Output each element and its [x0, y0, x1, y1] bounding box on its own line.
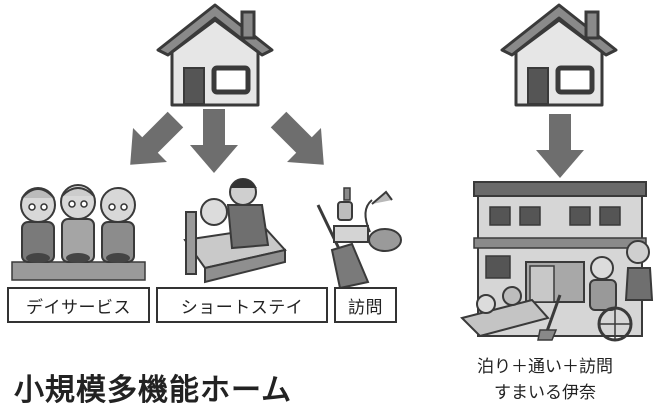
house-icon-right — [500, 3, 618, 107]
facility-building-icon — [460, 181, 654, 342]
page-title: 小規模多機能ホーム — [14, 373, 293, 408]
caregiver-bed-icon — [183, 178, 287, 284]
arrow-icon-down — [190, 109, 238, 173]
elderly-people-icon — [11, 184, 146, 281]
label-day-service: デイサービス — [7, 287, 150, 323]
label-short-stay: ショートステイ — [156, 287, 328, 323]
arrow-icon-down-right-column — [536, 114, 584, 178]
label-visit: 訪問 — [334, 287, 397, 323]
cleaning-tools-icon — [316, 187, 402, 290]
facility-caption-services: 泊り＋通い＋訪問 — [477, 357, 613, 377]
facility-caption-name: すまいる伊奈 — [494, 383, 596, 403]
arrow-icon-down-left — [130, 111, 184, 165]
arrow-icon-down-right — [270, 111, 324, 165]
house-icon-left — [156, 3, 274, 107]
